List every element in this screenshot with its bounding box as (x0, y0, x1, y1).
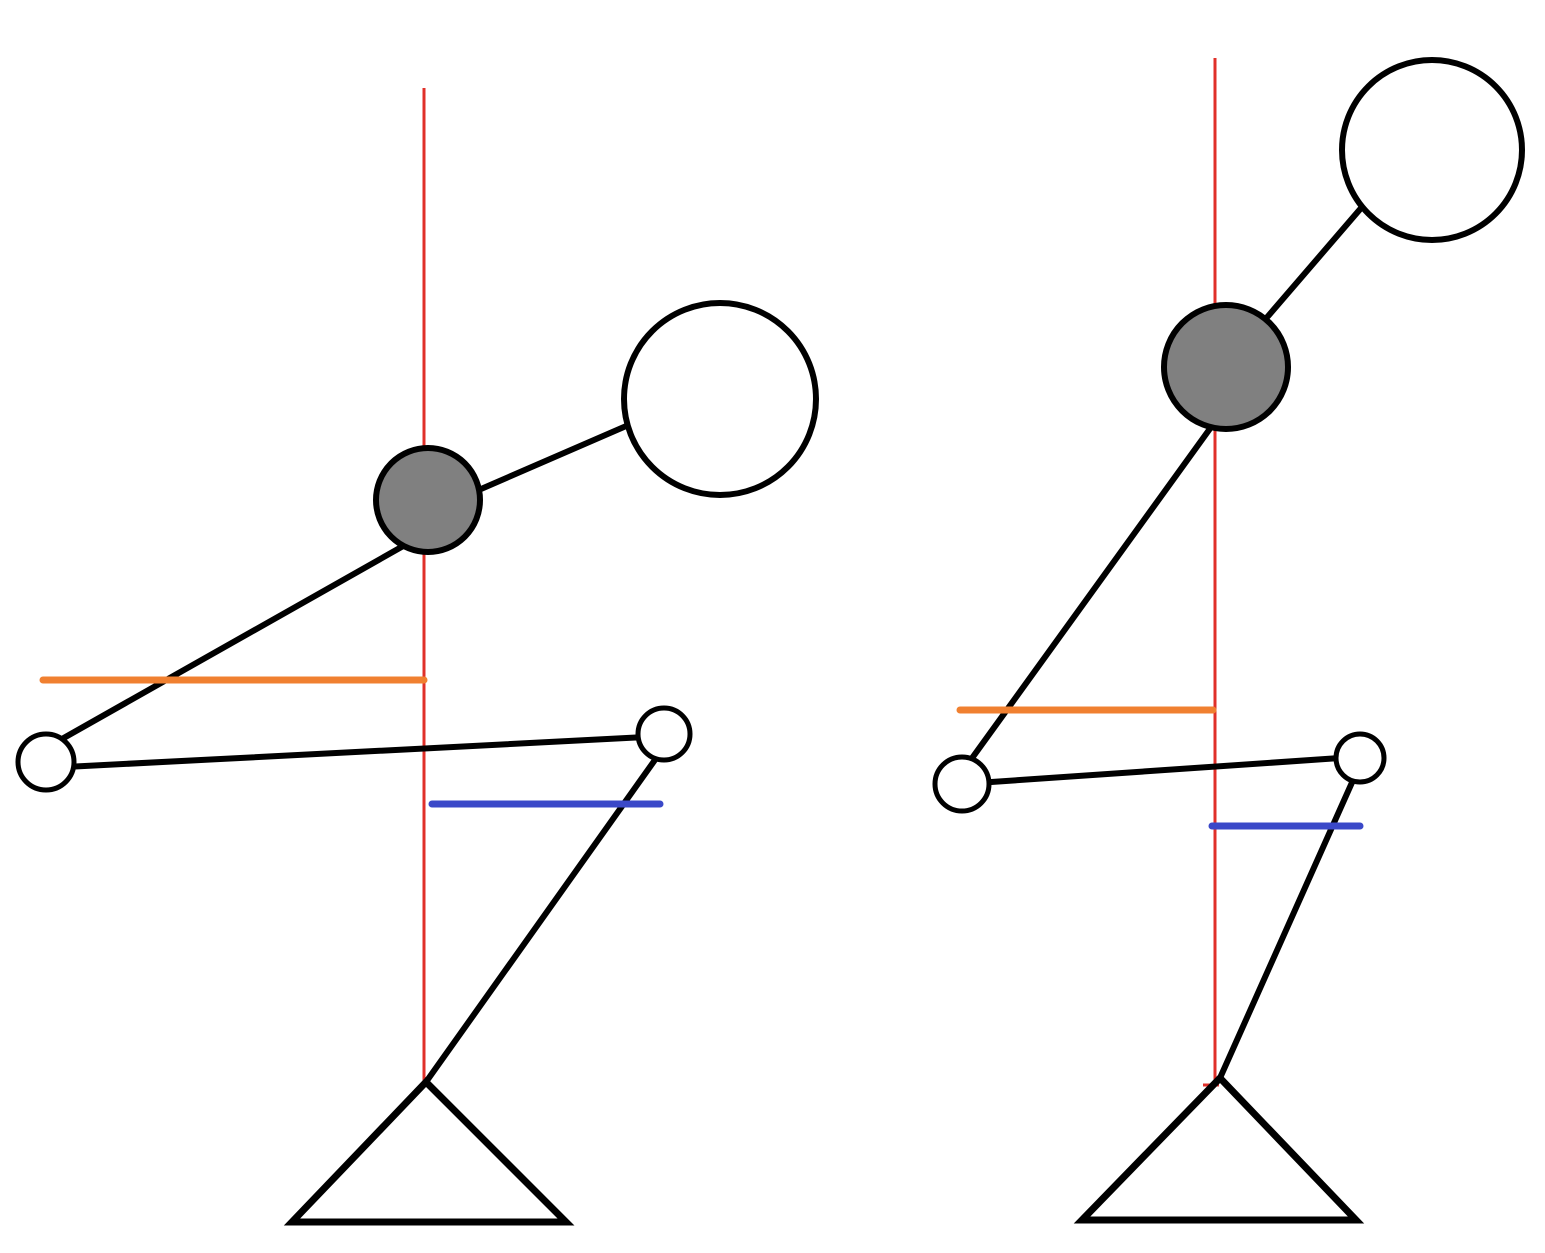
thigh-segment (43, 734, 649, 771)
head-weight (1339, 57, 1525, 243)
knee-joint (1333, 731, 1387, 785)
center-of-mass (373, 445, 483, 555)
base-triangle (1073, 1072, 1365, 1224)
right-figure (932, 57, 1525, 1224)
center-of-mass (1161, 302, 1291, 432)
base-triangle (283, 1076, 575, 1226)
torso-segment (43, 529, 431, 751)
knee-joint (635, 705, 693, 763)
shin-segment (423, 747, 665, 1085)
hip-joint (15, 731, 77, 793)
thigh-segment (959, 755, 1343, 787)
torso-segment (959, 409, 1225, 775)
head-weight (621, 300, 819, 498)
hip-joint (932, 754, 992, 814)
left-figure (15, 88, 819, 1226)
